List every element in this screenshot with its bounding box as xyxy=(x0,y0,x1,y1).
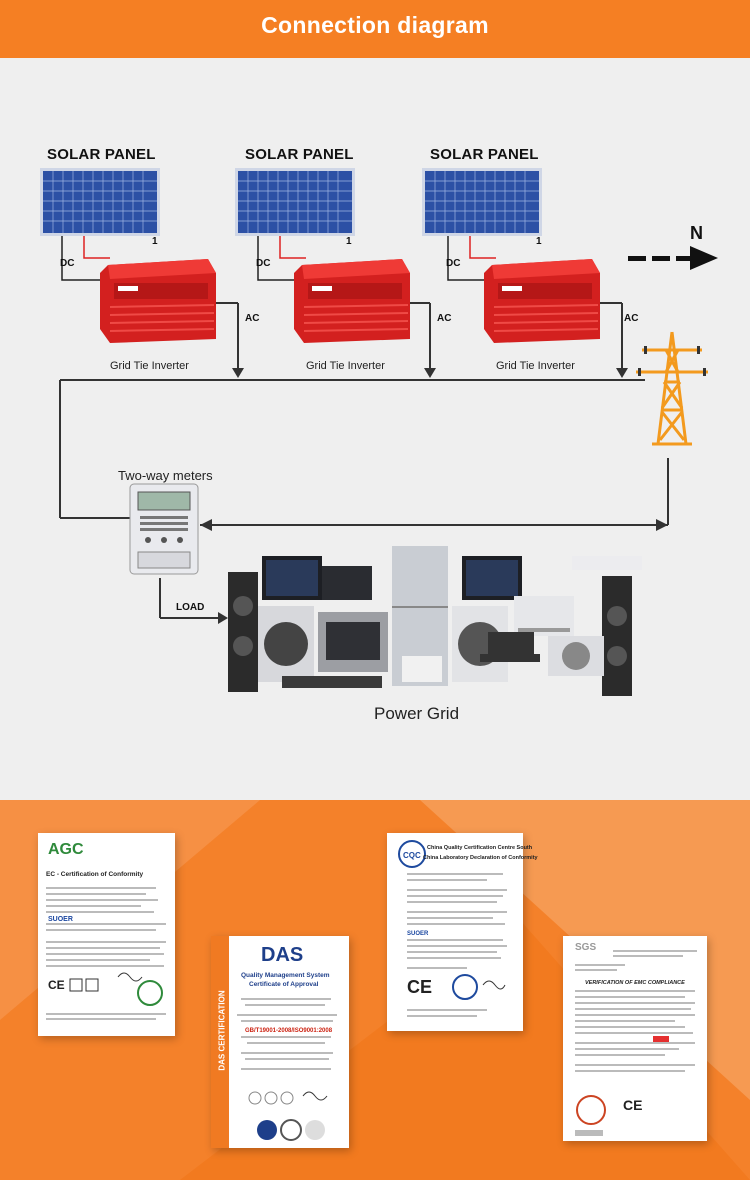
das-side-strip xyxy=(211,936,229,1148)
string-number-1: 1 xyxy=(152,236,158,247)
solar-panel-label-1: SOLAR PANEL xyxy=(47,146,156,163)
cqc-subtitle: China Laboratory Declaration of Conformi… xyxy=(423,855,538,861)
power-grid-label: Power Grid xyxy=(374,704,460,723)
grid-tie-inverter-3 xyxy=(484,259,600,343)
cqc-certificate: CQC China Quality Certification Centre S… xyxy=(387,833,538,1031)
grid-tie-inverter-2 xyxy=(294,259,410,343)
das-body-lines: GB/T19001-2008/ISO9001:2008 xyxy=(237,998,337,1141)
agc-title: EC - Certification of Conformity xyxy=(46,871,144,878)
inverter-label-1: Grid Tie Inverter xyxy=(110,360,189,372)
header-banner: Connection diagram xyxy=(0,0,750,58)
svg-text:SUOER: SUOER xyxy=(407,931,429,937)
das-subtitle: Certificate of Approval xyxy=(249,981,319,988)
svg-text:CE: CE xyxy=(407,977,432,997)
appliances-illustration xyxy=(228,546,642,696)
agc-body-lines: SUOER CE xyxy=(46,887,166,1020)
n-label: N xyxy=(690,223,703,243)
cqc-logo-icon: CQC xyxy=(398,840,426,868)
sgs-logo: SGS xyxy=(575,942,597,953)
string-number-2: 1 xyxy=(346,236,352,247)
sgs-body-lines: CE xyxy=(575,950,697,1136)
inverter-label-3: Grid Tie Inverter xyxy=(496,360,575,372)
certificates-section: AGC EC - Certification of Conformity SUO… xyxy=(0,800,750,1180)
dc-label-1: DC xyxy=(60,258,75,269)
agc-certificate: AGC EC - Certification of Conformity SUO… xyxy=(38,833,175,1036)
meter-label: Two-way meters xyxy=(118,468,213,483)
sgs-certificate: SGS VERIFICATION OF EMC COMPLIANCE CE xyxy=(563,936,707,1141)
inverter-label-2: Grid Tie Inverter xyxy=(306,360,385,372)
svg-text:SUOER: SUOER xyxy=(48,916,73,923)
page-title: Connection diagram xyxy=(261,12,489,38)
dc-label-2: DC xyxy=(256,258,271,269)
solar-panel-label-3: SOLAR PANEL xyxy=(430,146,539,163)
ac-label-1: AC xyxy=(245,313,260,324)
das-certificate: DAS CERTIFICATION DAS Quality Management… xyxy=(211,936,349,1148)
solar-panel-2 xyxy=(235,168,355,236)
cqc-body-lines: SUOER CE xyxy=(407,873,507,1017)
svg-text:CE: CE xyxy=(623,1097,642,1113)
agc-logo: AGC xyxy=(48,841,84,858)
string-number-3: 1 xyxy=(536,236,542,247)
wiring xyxy=(59,234,718,624)
svg-text:GB/T19001-2008/ISO9001:2008: GB/T19001-2008/ISO9001:2008 xyxy=(245,1028,333,1034)
solar-panel-label-2: SOLAR PANEL xyxy=(245,146,354,163)
load-label: LOAD xyxy=(176,602,205,613)
connection-diagram: SOLAR PANEL DC 1 SOLAR PANEL DC 1 SOLAR … xyxy=(0,58,750,800)
das-logo: DAS xyxy=(261,944,304,966)
ac-label-3: AC xyxy=(624,313,639,324)
svg-text:CE: CE xyxy=(48,978,65,992)
solar-panel-1 xyxy=(40,168,160,236)
solar-panel-3 xyxy=(422,168,542,236)
grid-tie-inverter-1 xyxy=(100,259,216,343)
ac-label-2: AC xyxy=(437,313,452,324)
cqc-title: China Quality Certification Centre South xyxy=(427,845,533,851)
das-title: Quality Management System xyxy=(241,972,330,979)
dc-label-3: DC xyxy=(446,258,461,269)
cqc-logo: CQC xyxy=(403,851,421,860)
transmission-tower-icon xyxy=(636,331,708,446)
sgs-title: VERIFICATION OF EMC COMPLIANCE xyxy=(585,980,685,986)
two-way-meter-icon xyxy=(129,483,199,575)
